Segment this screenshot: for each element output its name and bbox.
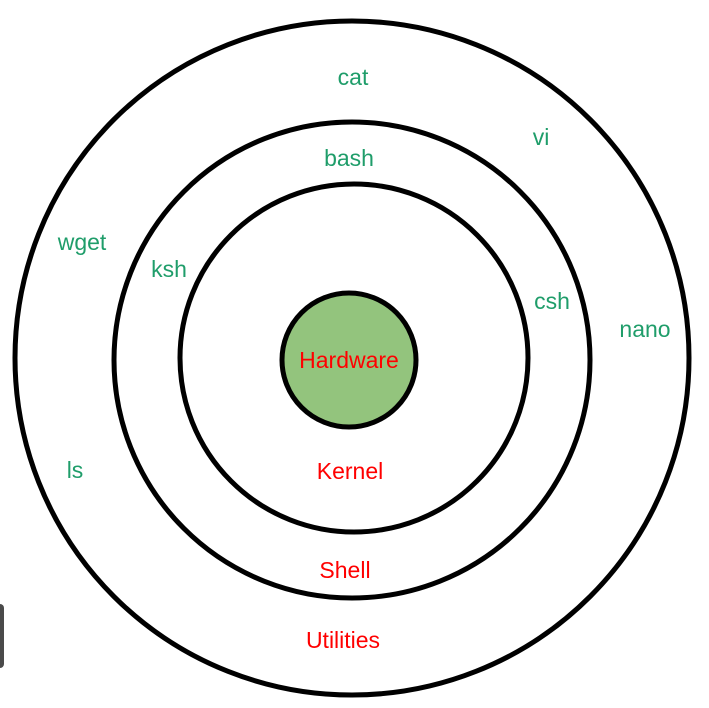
- utilities-label: Utilities: [306, 627, 380, 653]
- utility-ls-label: ls: [67, 457, 84, 483]
- hardware-label: Hardware: [299, 347, 399, 373]
- shell-label: Shell: [319, 557, 370, 583]
- kernel-label: Kernel: [317, 458, 383, 484]
- utility-cat-label: cat: [338, 64, 369, 90]
- side-tab: [0, 604, 4, 668]
- utility-nano-label: nano: [619, 316, 670, 342]
- hardware-core: [279, 290, 419, 430]
- utility-vi-label: vi: [533, 124, 550, 150]
- utility-wget-label: wget: [57, 229, 107, 255]
- shell-csh-label: csh: [534, 288, 570, 314]
- shell-ksh-label: ksh: [151, 256, 187, 282]
- shell-bash-label: bash: [324, 145, 374, 171]
